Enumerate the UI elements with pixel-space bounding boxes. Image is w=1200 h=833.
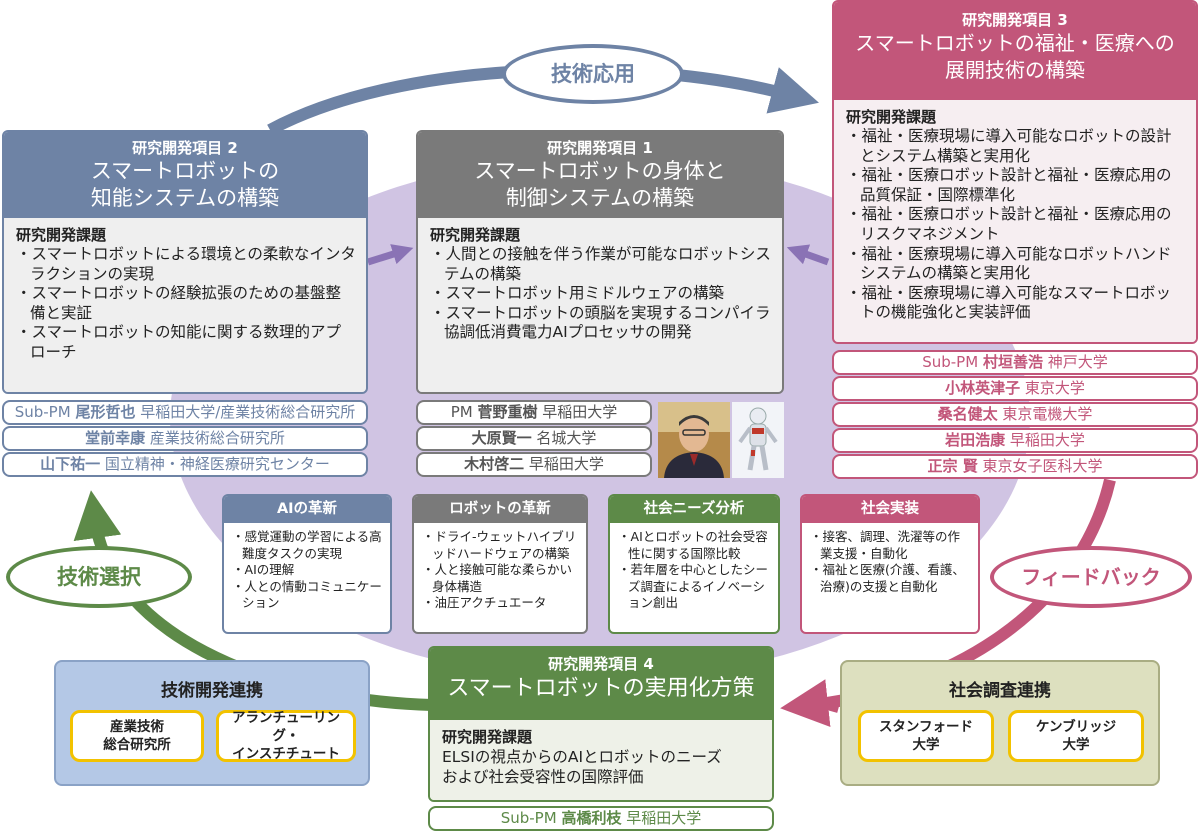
item3-task: 福祉・医療現場に導入可能なロボットハンドシステムの構築と実用化 <box>846 245 1186 284</box>
item3-member: 岩田浩康 早稲田大学 <box>832 428 1198 453</box>
robot-innovation-item: 油圧アクチュエータ <box>422 595 580 612</box>
social-collab-org-stanford: スタンフォード大学 <box>858 710 994 762</box>
robot-innovation-title: ロボットの革新 <box>414 496 586 523</box>
item4-header: 研究開発項目 4 スマートロボットの実用化方策 <box>430 648 772 720</box>
item3-task-list: 福祉・医療現場に導入可能なロボットの設計とシステム構築と実用化 福祉・医療ロボッ… <box>846 127 1186 323</box>
item3-task: 福祉・医療現場に導入可能なスマートロボットの機能強化と実装評価 <box>846 284 1186 323</box>
ai-innovation-item: 人との情動コミュニケーション <box>232 579 384 612</box>
item4-body: 研究開発課題 ELSIの視点からのAIとロボットのニーズ および社会受容性の国際… <box>430 720 772 800</box>
social-needs-box: 社会ニーズ分析 AIとロボットの社会受容性に関する国際比較 若年層を中心としたシ… <box>608 494 780 634</box>
ai-innovation-item: 感覚運動の学習による高難度タスクの実現 <box>232 529 384 562</box>
robot-innovation-box: ロボットの革新 ドライ-ウェットハイブリッドハードウェアの構築 人と接触可能な柔… <box>412 494 588 634</box>
item2-task: スマートロボットによる環境との柔軟なインタラクションの実現 <box>16 245 356 284</box>
social-needs-item: AIとロボットの社会受容性に関する国際比較 <box>618 529 772 562</box>
item2-member: 山下祐一 国立精神・神経医療研究センター <box>2 452 368 477</box>
item2-task-label: 研究開発課題 <box>16 226 107 244</box>
item1-head: 研究開発項目 1 <box>547 139 653 157</box>
item3-title-l1: スマートロボットの福祉・医療への <box>855 31 1175 55</box>
tech-collab-org-turing: アランチューリング・インスチチュート <box>216 710 356 762</box>
tech-select-label: 技術選択 <box>6 546 192 608</box>
social-collab-title: 社会調査連携 <box>949 681 1051 701</box>
item1-member: 木村啓二 早稲田大学 <box>416 452 652 477</box>
feedback-label: フィードバック <box>990 546 1192 608</box>
item2-title-l2: 知能システムの構築 <box>90 186 280 210</box>
item2-member: 堂前幸康 産業技術総合研究所 <box>2 426 368 451</box>
social-impl-box: 社会実装 接客、調理、洗濯等の作業支援・自動化 福祉と医療(介護、看護、治療)の… <box>800 494 980 634</box>
item3-header: 研究開発項目 3 スマートロボットの福祉・医療への 展開技術の構築 <box>834 2 1196 100</box>
robot-photo <box>732 402 784 478</box>
arrow-collab-left <box>819 702 839 713</box>
item4-title: スマートロボットの実用化方策 <box>447 676 755 701</box>
ai-innovation-title: AIの革新 <box>224 496 390 523</box>
social-needs-title: 社会ニーズ分析 <box>610 496 778 523</box>
pm-portrait-photo <box>658 402 730 478</box>
item4-head: 研究開発項目 4 <box>548 655 654 673</box>
item4-task-l1: ELSIの視点からのAIとロボットのニーズ <box>442 748 722 766</box>
item3-task: 福祉・医療ロボット設計と福祉・医療応用の品質保証・国際標準化 <box>846 166 1186 205</box>
item1-title-l1: スマートロボットの身体と <box>474 159 726 183</box>
item2-task: スマートロボットの経験拡張のための基盤整備と実証 <box>16 284 356 323</box>
social-impl-item: 福祉と医療(介護、看護、治療)の支援と自動化 <box>810 562 972 595</box>
item1-member: 大原賢一 名城大学 <box>416 426 652 451</box>
item1-task: スマートロボット用ミドルウェアの構築 <box>430 284 772 304</box>
item2-box: 研究開発項目 2 スマートロボットの 知能システムの構築 研究開発課題 スマート… <box>2 130 368 394</box>
item3-task: 福祉・医療現場に導入可能なロボットの設計とシステム構築と実用化 <box>846 127 1186 166</box>
social-impl-item: 接客、調理、洗濯等の作業支援・自動化 <box>810 529 972 562</box>
item1-task: スマートロボットの頭脳を実現するコンパイラ協調低消費電力AIプロセッサの開発 <box>430 304 772 343</box>
tech-collab-org-aist: 産業技術総合研究所 <box>70 710 204 762</box>
item3-member: 桑名健太 東京電機大学 <box>832 402 1198 427</box>
social-needs-item: 若年層を中心としたシーズ調査によるイノベーション創出 <box>618 562 772 612</box>
item3-member: Sub-PM 村垣善浩 神戸大学 <box>832 350 1198 375</box>
item4-task-label: 研究開発課題 <box>442 728 533 746</box>
item2-body: 研究開発課題 スマートロボットによる環境との柔軟なインタラクションの実現 スマー… <box>4 218 366 392</box>
robot-innovation-item: ドライ-ウェットハイブリッドハードウェアの構築 <box>422 529 580 562</box>
item2-title-l1: スマートロボットの <box>90 159 280 183</box>
item2-member: Sub-PM 尾形哲也 早稲田大学/産業技術総合研究所 <box>2 400 368 425</box>
item3-body: 研究開発課題 福祉・医療現場に導入可能なロボットの設計とシステム構築と実用化 福… <box>834 100 1196 342</box>
item2-head: 研究開発項目 2 <box>132 139 238 157</box>
item3-title-l2: 展開技術の構築 <box>945 58 1085 82</box>
item3-box: 研究開発項目 3 スマートロボットの福祉・医療への 展開技術の構築 研究開発課題… <box>832 0 1198 344</box>
ai-innovation-item: AIの理解 <box>232 562 384 579</box>
item2-task: スマートロボットの知能に関する数理的アプローチ <box>16 323 356 362</box>
item1-header: 研究開発項目 1 スマートロボットの身体と 制御システムの構築 <box>418 132 782 218</box>
tech-collab-title: 技術開発連携 <box>161 681 263 701</box>
tech-apply-label: 技術応用 <box>502 44 684 104</box>
item3-member: 小林英津子 東京大学 <box>832 376 1198 401</box>
item1-title-l2: 制御システムの構築 <box>505 186 695 210</box>
item1-member: PM 菅野重樹 早稲田大学 <box>416 400 652 425</box>
item1-task-list: 人間との接触を伴う作業が可能なロボットシステムの構築 スマートロボット用ミドルウ… <box>430 245 772 343</box>
item1-task: 人間との接触を伴う作業が可能なロボットシステムの構築 <box>430 245 772 284</box>
social-collab-org-cambridge: ケンブリッジ大学 <box>1008 710 1144 762</box>
arrow-2-to-1 <box>366 244 414 266</box>
item1-task-label: 研究開発課題 <box>430 226 521 244</box>
arrow-3-to-1 <box>786 244 830 266</box>
item4-member: Sub-PM 高橋利枝 早稲田大学 <box>428 806 774 831</box>
item4-task-l2: および社会受容性の国際評価 <box>442 768 644 786</box>
item3-task-label: 研究開発課題 <box>846 108 937 126</box>
item3-head: 研究開発項目 3 <box>962 11 1068 29</box>
item1-body: 研究開発課題 人間との接触を伴う作業が可能なロボットシステムの構築 スマートロボ… <box>418 218 782 392</box>
ai-innovation-box: AIの革新 感覚運動の学習による高難度タスクの実現 AIの理解 人との情動コミュ… <box>222 494 392 634</box>
item1-box: 研究開発項目 1 スマートロボットの身体と 制御システムの構築 研究開発課題 人… <box>416 130 784 394</box>
robot-innovation-item: 人と接触可能な柔らかい身体構造 <box>422 562 580 595</box>
item2-header: 研究開発項目 2 スマートロボットの 知能システムの構築 <box>4 132 366 218</box>
item3-task: 福祉・医療ロボット設計と福祉・医療応用のリスクマネジメント <box>846 205 1186 244</box>
item4-box: 研究開発項目 4 スマートロボットの実用化方策 研究開発課題 ELSIの視点から… <box>428 646 774 802</box>
social-impl-title: 社会実装 <box>802 496 978 523</box>
item3-member: 正宗 賢 東京女子医科大学 <box>832 454 1198 479</box>
item2-task-list: スマートロボットによる環境との柔軟なインタラクションの実現 スマートロボットの経… <box>16 245 356 363</box>
